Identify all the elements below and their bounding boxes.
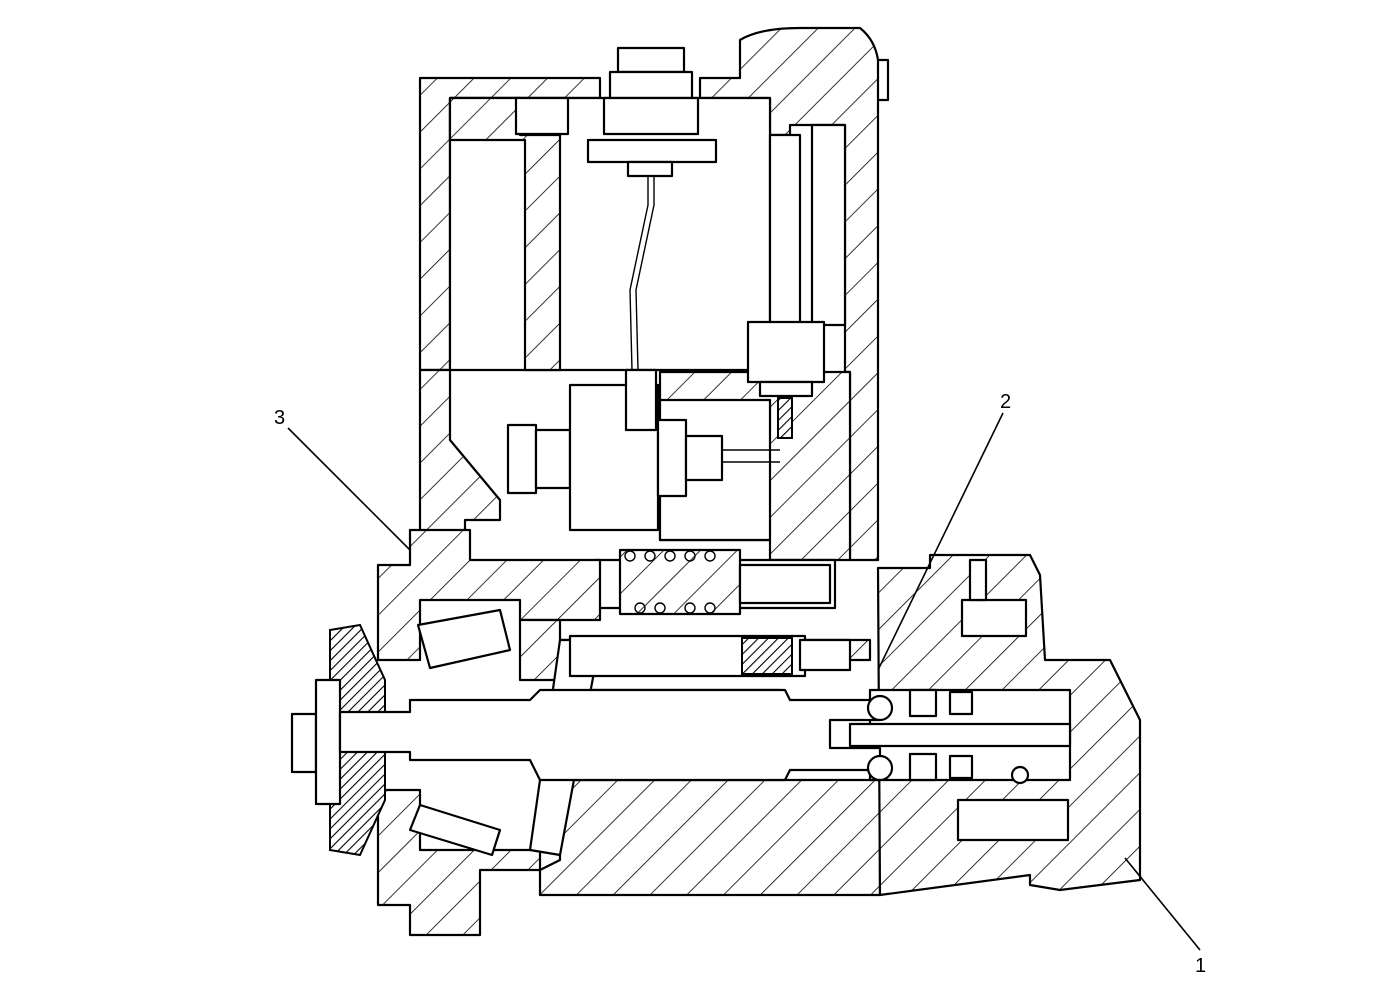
callout-label-3: 3: [274, 407, 285, 429]
drive-shaft: [290, 623, 1072, 857]
main-housing-bottom: [538, 778, 882, 897]
port-fitting: [960, 598, 1028, 638]
pressure-sensor: [746, 320, 826, 439]
end-cap-pocket: [956, 798, 1070, 842]
front-bearing: [416, 608, 512, 670]
leader-line-2: [877, 412, 1004, 671]
control-inner-block: [514, 96, 570, 136]
control-right-step: [878, 58, 890, 102]
rear-bearing: [408, 803, 502, 857]
leader-line-3: [287, 427, 411, 551]
shaft-body: [338, 688, 882, 782]
control-inner-bar-2: [810, 123, 847, 327]
callout-label-2: 2: [1000, 391, 1011, 413]
callout-1: 1: [1124, 857, 1206, 977]
shaft-nose: [314, 678, 342, 806]
callout-2: 2: [877, 391, 1011, 671]
spring-coils: [624, 550, 716, 614]
control-lower-body: [418, 368, 502, 547]
front-housing-lower: [376, 788, 542, 937]
solenoid-assembly: [506, 368, 780, 532]
coupling-shaft: [848, 722, 1072, 748]
front-housing: [376, 528, 602, 662]
callout-label-1: 1: [1195, 955, 1206, 977]
servo-piston: [568, 634, 852, 678]
electrical-connector: [586, 46, 718, 371]
control-spool: [593, 548, 837, 616]
callout-3: 3: [274, 407, 411, 551]
leader-line-1: [1124, 857, 1201, 951]
shaft-nut: [290, 712, 318, 774]
